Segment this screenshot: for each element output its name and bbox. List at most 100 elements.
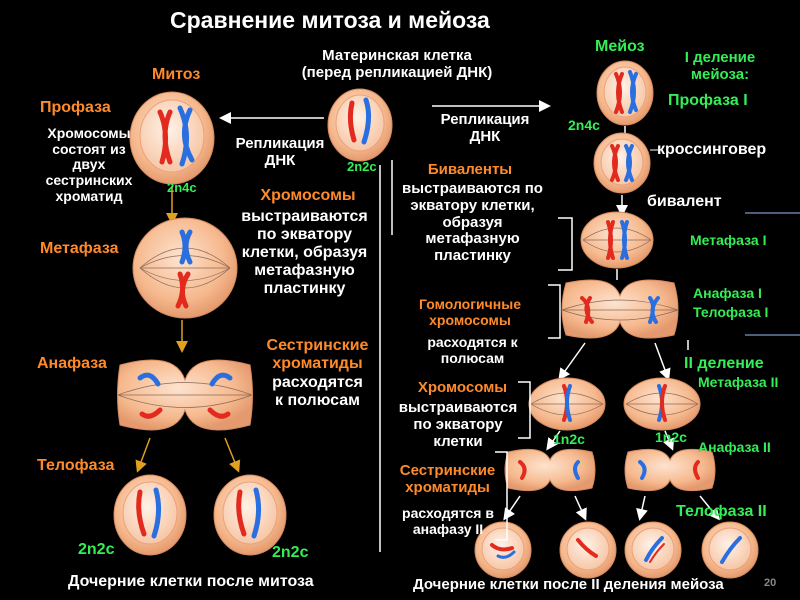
desc-line: Репликация [440,111,530,128]
desc-line: выстраиваются [241,208,368,225]
meiosis-telophase1-label: Телофаза I [693,304,769,320]
mitosis-metaphase-desc: выстраиваются по экватору клетки, образу… [222,208,387,298]
page-number: 20 [764,577,777,589]
mitosis-prophase-cell [129,91,215,185]
desc-line: выстраиваются [398,399,518,416]
meiosis-2n4c-label: 2n4c [568,117,600,133]
bivalents-desc: выстраиваются по экватору клетки, образу… [390,180,555,265]
bracket-lines [379,160,689,552]
mitosis-2n4c-label: 2n4c [167,180,197,195]
desc-line: экватору клетки, [410,196,535,214]
crossingover-label: кроссинговер [657,141,767,158]
mitosis-telophase-label: Телофаза [37,457,115,474]
mitosis-metaphase-label: Метафаза [40,240,119,257]
mitosis-prophase-label: Профаза [40,99,111,116]
mitosis-daughter-right [213,474,287,556]
meiosis-crossingover-cell [593,132,651,194]
desc-line: Хромосомы [47,125,131,141]
meiosis-1n2c-right: 1n2c [655,429,687,445]
meiosis-anaphase2-label: Анафаза II [698,439,771,455]
meiosis-replication-label: Репликация ДНК [425,111,545,146]
mitosis-daughter-right-label: 2n2c [272,544,309,561]
meiosis-metaphase2-label: Метафаза II [698,374,779,390]
desc-line: расходятся к [427,334,518,350]
desc-line: по экватору [413,415,503,433]
meiosis-second-division: II деление [684,355,764,372]
desc-line: расходятся [272,374,363,391]
chrom-desc: выстраиваются по экватору клетки [388,399,528,450]
meiosis-metaphase2-left [528,377,606,431]
meiosis-metaphase2-right [623,377,701,431]
desc-line: образуя [442,213,503,231]
meiosis-first-division: I деление мейоза: [660,49,780,84]
desc-line: хроматид [55,187,123,204]
meiosis-1n2c-left: 1n2c [553,431,585,447]
mitosis-metaphase-cell [132,217,238,319]
mitosis-daughter-left [113,474,187,556]
desc-line: метафазную [425,230,520,248]
desc-line: Сестринские [399,462,496,479]
page-title: Сравнение митоза и мейоза [170,7,490,33]
desc-line: Репликация [235,135,325,152]
mitosis-footer: Дочерние клетки после митоза [68,573,314,590]
mitosis-anaphase-label: Анафаза [37,355,107,372]
desc-line: ДНК [469,127,501,145]
sister-desc: расходятся в анафазу II [388,505,508,537]
desc-line: хроматиды [405,478,490,496]
desc-line: расходятся в [402,505,494,521]
desc-line: Сестринские [266,337,369,354]
desc-line: метафазную [254,261,355,279]
mitosis-replication-label: Репликация ДНК [220,135,340,170]
desc-line: хромосомы [429,311,511,328]
mother-cell-line2: (перед репликацией ДНК) [301,63,493,81]
meiosis-prophase1-label: Профаза I [668,92,748,109]
meiosis-anaphase1-label: Анафаза I [693,285,762,301]
desc-line: выстраиваются по [402,180,543,197]
mother-cell-line1: Материнская клетка [322,47,472,64]
homologous-desc: расходятся к полюсам [410,334,535,366]
desc-line: пластинку [434,247,511,265]
meiosis-metaphase1-label: Метафаза I [690,232,767,248]
mitosis-prophase-desc: Хромосомы состоят из двух сестринских хр… [30,125,148,204]
bivalent-label: бивалент [647,193,722,210]
mitosis-anaphase-desc: расходятся к полюсам [255,374,380,410]
meiosis-daughter-3 [624,521,682,579]
desc-line: клетки [433,432,483,450]
meiosis-footer: Дочерние клетки после II деления мейоза [413,576,724,593]
mitosis-anaphase-desc-title: Сестринские хроматиды [250,337,385,373]
chrom-title: Хромосомы [417,379,508,396]
desc-line: мейоза: [690,65,750,83]
desc-line: к полюсам [275,391,360,409]
meiosis-daughter-2 [559,521,617,579]
mitosis-daughter-left-label: 2n2c [78,541,115,558]
desc-line: полюсам [440,349,505,366]
desc-line: I деление [684,49,756,66]
meiosis-anaphase1-cell [561,279,679,339]
mother-2n2c-label: 2n2c [347,159,377,174]
sister-title: Сестринские хроматиды [385,462,510,497]
mother-cell-label: Материнская клетка (перед репликацией ДН… [272,47,522,82]
desc-line: ДНК [264,151,296,169]
desc-line: по экватору [256,225,353,243]
desc-line: состоят из [52,140,126,157]
desc-line: клетки, образуя [241,243,368,261]
meiosis-heading: Мейоз [595,38,645,55]
mitosis-heading: Митоз [152,66,201,83]
mother-cell [327,88,393,162]
meiosis-anaphase2-right [624,448,716,492]
meiosis-metaphase1-cell [580,211,654,269]
meiosis-anaphase2-left [504,448,596,492]
desc-line: сестринских [45,172,133,189]
meiosis-daughter-4 [701,521,759,579]
homologous-title: Гомологичные хромосомы [405,296,535,328]
mitosis-anaphase-cell [117,359,253,431]
bivalents-title: Биваленты [427,161,513,178]
desc-line: анафазу II [412,520,484,537]
meiosis-prophase1-cell [596,60,654,126]
meiosis-daughter-1 [474,521,532,579]
desc-line: двух [72,156,106,173]
desc-line: Гомологичные [418,296,521,312]
desc-line: пластинку [263,279,346,297]
mitosis-metaphase-desc-title: Хромосомы [260,187,356,204]
